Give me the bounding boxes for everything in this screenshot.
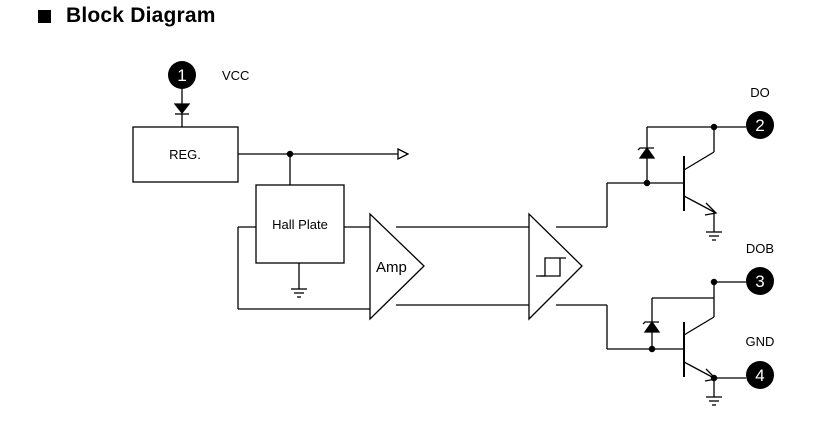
amp-to-comparator-wiring — [396, 226, 529, 306]
hall-to-amp-wiring — [237, 226, 370, 310]
pin-2-label: DO — [750, 85, 770, 100]
pin-4-label: GND — [746, 334, 775, 349]
pin-2-marker — [746, 111, 774, 139]
output-transistor-do — [683, 123, 746, 241]
section-heading: Block Diagram — [38, 2, 216, 30]
hysteresis-icon — [536, 257, 566, 277]
hall-plate-ground — [291, 263, 307, 298]
zener-diode-dob — [642, 297, 714, 353]
square-bullet-icon — [38, 9, 51, 23]
regulator-output-line — [238, 147, 410, 185]
pin-2: 2 DO — [746, 85, 774, 139]
vcc-diode — [173, 88, 191, 127]
hall-plate-block — [255, 184, 345, 264]
pin-3-number: 3 — [755, 272, 764, 291]
comparator-output-wiring — [556, 182, 684, 350]
pin-1-label: VCC — [222, 68, 249, 83]
amplifier-symbol — [369, 212, 425, 321]
pin-1: 1 VCC — [168, 61, 249, 89]
pin-3-marker — [746, 267, 774, 295]
pin-4-number: 4 — [755, 366, 764, 385]
hall-plate-label: Hall Plate — [272, 217, 328, 232]
pin-4: 4 GND — [746, 334, 775, 389]
pin-3-label: DOB — [746, 241, 774, 256]
page-title: Block Diagram — [66, 4, 216, 27]
regulator-label: REG. — [169, 147, 201, 162]
pin-1-marker — [168, 61, 196, 89]
pin-1-number: 1 — [177, 66, 186, 85]
output-transistor-dob — [683, 278, 746, 406]
pin-3: 3 DOB — [746, 241, 774, 295]
amplifier-label: Amp — [376, 259, 407, 276]
comparator-symbol — [528, 212, 583, 321]
pin-2-number: 2 — [755, 116, 764, 135]
pin-4-marker — [746, 361, 774, 389]
zener-diode-do — [637, 126, 714, 187]
